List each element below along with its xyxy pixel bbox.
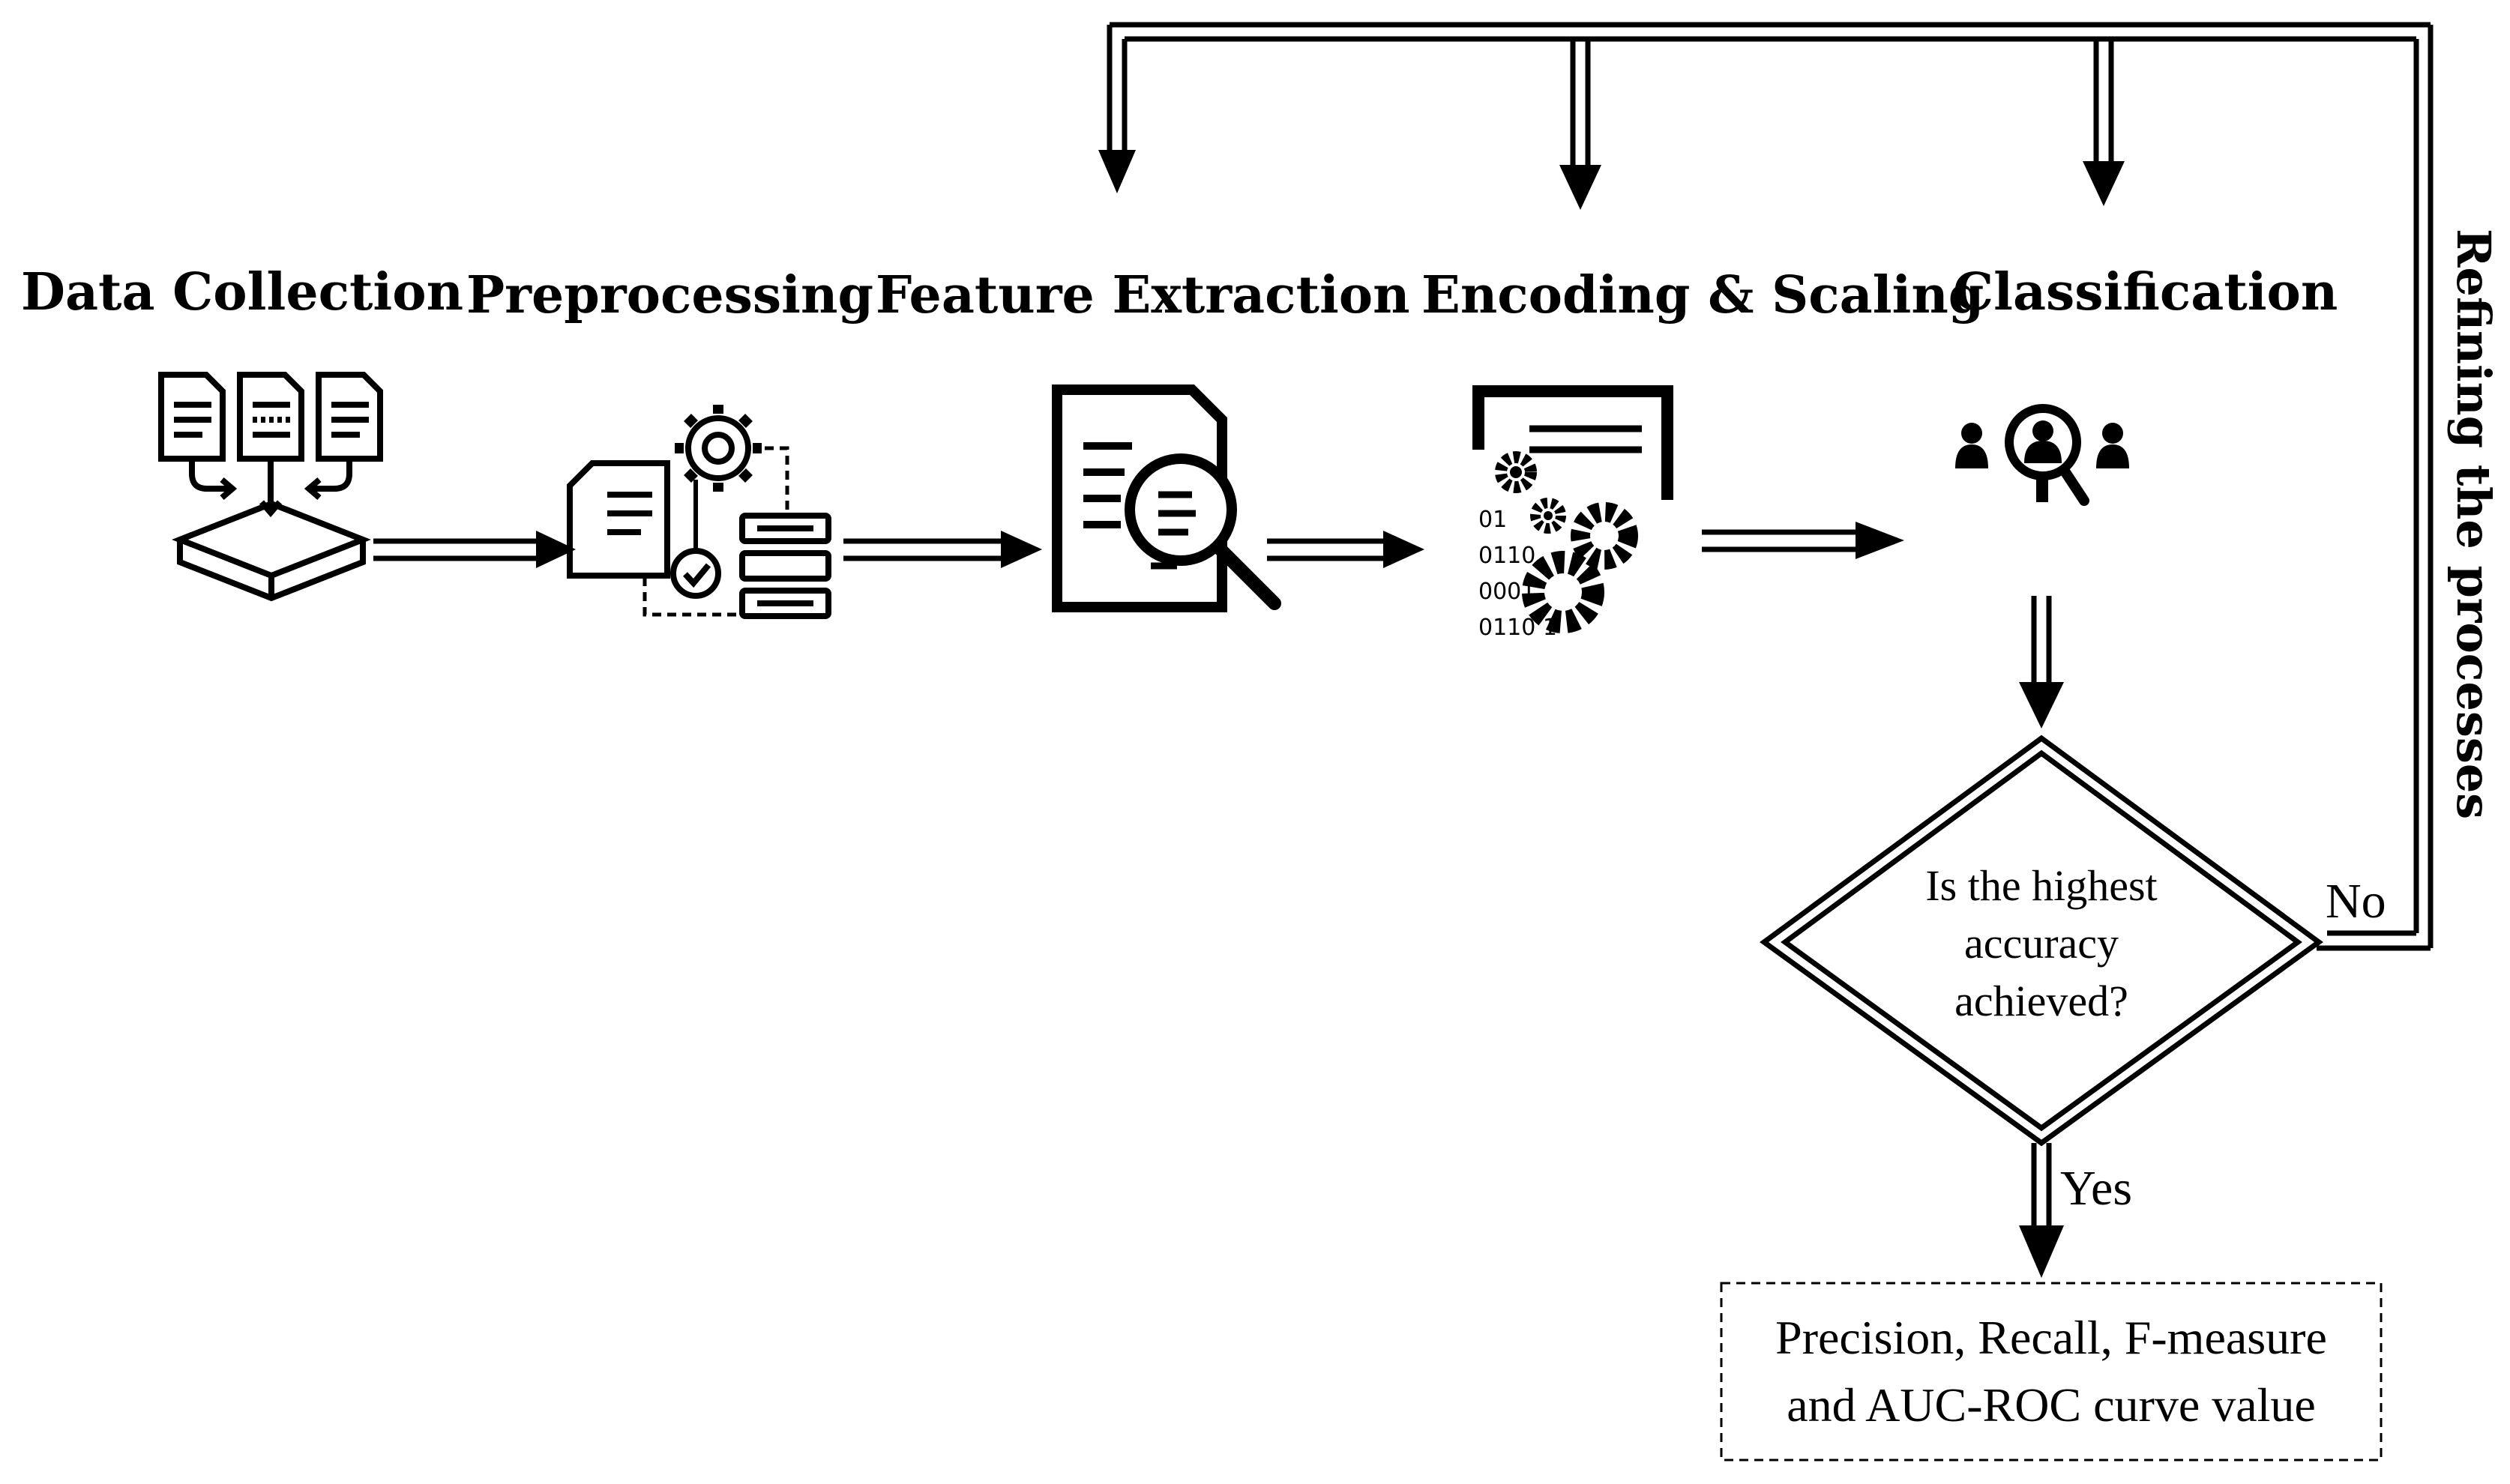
- arrow-collection-to-preprocessing: [373, 531, 576, 568]
- feedback-label: Refining the processes: [2446, 229, 2501, 820]
- data-collection-icon: [158, 372, 383, 602]
- binary-line: 01: [1478, 507, 1508, 533]
- stage-title-preprocessing: Preprocessing: [466, 265, 874, 325]
- result-line: Precision, Recall, F-measure: [1775, 1311, 2327, 1364]
- result-line: and AUC-ROC curve value: [1787, 1378, 2316, 1432]
- stage-title-classification: Classification: [1953, 262, 2338, 322]
- classification-icon: [1955, 404, 2129, 506]
- decision-diamond: [1760, 735, 2323, 1147]
- arrow-preprocessing-to-feature: [843, 531, 1042, 568]
- feedback-loop: [1098, 22, 2434, 951]
- binary-line: 0110 1: [1478, 615, 1557, 641]
- stage-title-encoding-scaling: Encoding & Scaling: [1421, 265, 1984, 325]
- feature-extraction-icon: [1052, 384, 1281, 612]
- decision-line: achieved?: [1954, 977, 2128, 1025]
- binary-line: 0110: [1478, 543, 1536, 569]
- arrow-encoding-to-classification: [1702, 522, 1904, 559]
- encoding-binary-text: 01 0110 0001 0110 1: [1478, 502, 1557, 646]
- arrow-classification-to-decision: [2019, 596, 2064, 729]
- preprocessing-icon: [567, 405, 831, 619]
- decision-line: accuracy: [1963, 919, 2119, 968]
- yes-label: Yes: [2060, 1161, 2133, 1216]
- arrow-decision-to-result: [2019, 1143, 2064, 1278]
- binary-line: 0001: [1478, 579, 1536, 605]
- decision-line: Is the highest: [1925, 861, 2158, 910]
- result-text: Precision, Recall, F-measure and AUC-ROC…: [1721, 1304, 2381, 1439]
- encoding-scaling-icon: [1472, 385, 1673, 633]
- stage-title-data-collection: Data Collection: [21, 262, 464, 322]
- no-label: No: [2326, 874, 2386, 929]
- result-box: [1720, 1282, 2383, 1462]
- stage-title-feature-extraction: Feature Extraction: [876, 265, 1410, 325]
- decision-question: Is the highest accuracy achieved?: [1869, 857, 2214, 1030]
- arrow-feature-to-encoding: [1267, 531, 1424, 568]
